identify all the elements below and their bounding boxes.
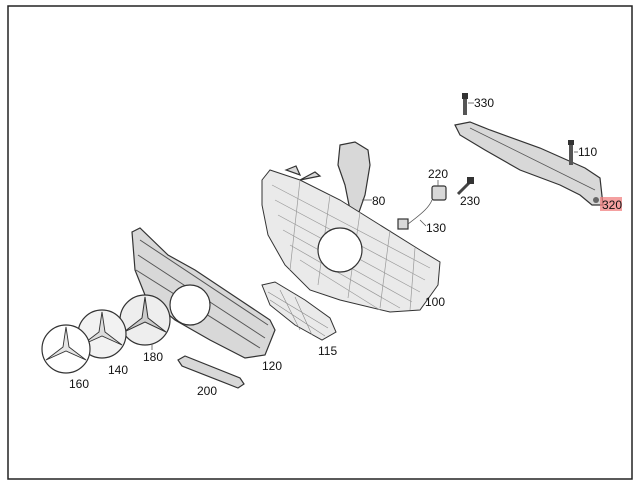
- label-230: 230: [460, 194, 480, 208]
- label-80: 80: [372, 194, 386, 208]
- part-120-louver-frame[interactable]: [131, 227, 276, 359]
- label-115: 115: [318, 344, 337, 358]
- label-320: 320: [602, 198, 622, 212]
- label-110: 110: [578, 145, 597, 159]
- label-100: 100: [425, 295, 445, 309]
- label-200: 200: [197, 384, 217, 398]
- part-115-mesh-insert[interactable]: [261, 281, 337, 341]
- part-320-highlight: [600, 197, 622, 211]
- part-330-bolt[interactable]: [462, 93, 474, 115]
- part-100-grille[interactable]: [261, 165, 441, 313]
- part-80-bracket[interactable]: [337, 141, 372, 216]
- part-160-star[interactable]: [41, 324, 91, 374]
- part-230-screw[interactable]: [456, 177, 474, 196]
- label-120: 120: [262, 359, 282, 373]
- part-200-trim-strip[interactable]: [177, 355, 245, 389]
- part-220-connector[interactable]: [431, 180, 447, 201]
- part-180-emblem[interactable]: [119, 294, 171, 350]
- part-320-carrier-bracket[interactable]: [454, 121, 604, 206]
- label-160: 160: [69, 377, 89, 391]
- label-330: 330: [474, 96, 494, 110]
- part-130-sensor[interactable]: [397, 199, 433, 230]
- label-220: 220: [428, 167, 448, 181]
- label-140: 140: [108, 363, 128, 377]
- label-130: 130: [426, 221, 446, 235]
- label-180: 180: [143, 350, 163, 364]
- part-110-bolt[interactable]: [568, 140, 578, 165]
